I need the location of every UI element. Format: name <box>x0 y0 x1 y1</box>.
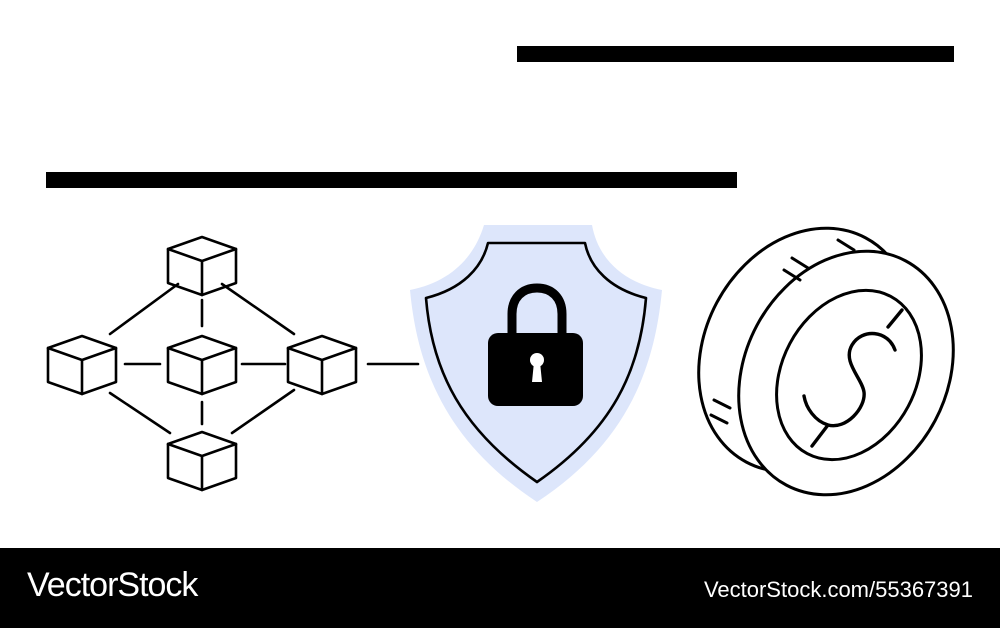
cube-left <box>46 334 118 396</box>
coin-rim-ticks <box>709 238 856 425</box>
illustration <box>46 225 955 502</box>
cube-bottom <box>166 430 238 492</box>
top-line-bar <box>517 46 954 62</box>
coin-face <box>737 249 955 497</box>
footer-brand-logo[interactable]: VectorStock <box>27 566 198 604</box>
cube-top <box>166 235 238 297</box>
dollar-coin-icon <box>697 226 955 497</box>
footer-bar: VectorStock VectorStock.com/55367391 <box>0 548 1000 628</box>
shield-outline <box>424 241 648 484</box>
footer-image-url[interactable]: VectorStock.com/55367391 <box>703 577 973 602</box>
cube-center <box>166 334 238 396</box>
shield-lock-icon <box>410 225 662 502</box>
coin-inner-ring <box>775 288 923 462</box>
network-connectors <box>108 282 420 435</box>
dollar-sign-icon <box>802 308 904 448</box>
padlock-icon <box>488 283 583 406</box>
middle-line-bar <box>46 172 737 188</box>
blockchain-network-icon <box>46 235 420 492</box>
cube-right <box>286 334 358 396</box>
